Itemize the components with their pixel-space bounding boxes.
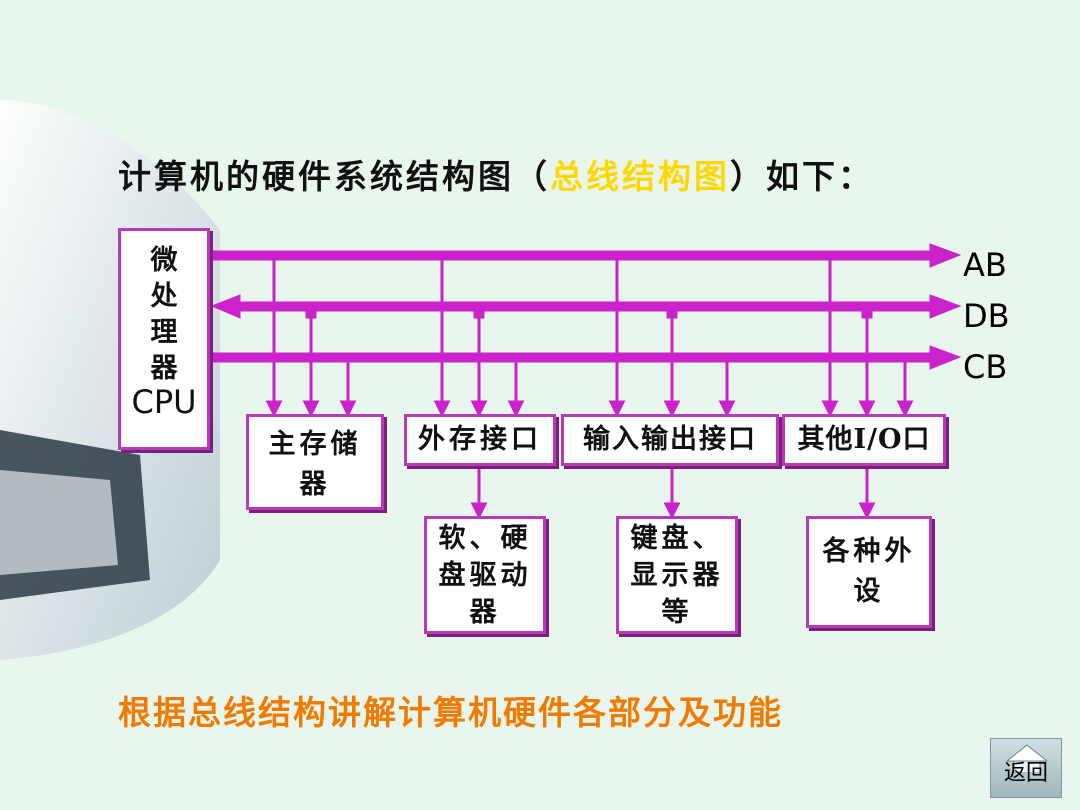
bus-label-db: DB [963,297,1010,335]
bottom-note: 根据总线结构讲解计算机硬件各部分及功能 [118,693,783,732]
bus-label-ab: AB [963,246,1007,284]
page-title: 计算机的硬件系统结构图（总线结构图）如下： [118,157,874,196]
back-button[interactable]: 返回 [990,738,1062,798]
peripherals-box: 各种外设 [806,516,932,628]
other-io-box: 其他I/O口 [782,414,946,466]
address-bus-line [209,250,933,261]
cpu-char-3: 理 [150,317,178,348]
cpu-char-1: 微 [150,245,178,276]
home-icon [1005,744,1049,773]
data-bus-arrowhead-left [210,294,241,319]
data-bus-line [237,301,933,312]
data-bus-arrowhead-right [929,294,962,319]
disk-drives-box: 软、硬盘驱动器 [424,516,546,634]
control-bus-line [209,352,933,363]
title-highlight: 总线结构图 [550,157,730,196]
bus-label-cb: CB [963,348,1008,386]
io-interface-box: 输入输出接口 [561,414,779,466]
ext-storage-interface-box: 外存接口 [404,414,556,466]
main-memory-box: 主存储器 [246,414,384,510]
cpu-box: 微 处 理 器 CPU [118,228,210,450]
back-button-label: 返回 [1003,761,1048,786]
control-bus-arrowhead [929,345,962,370]
keyboard-display-box: 键盘、显示器等 [616,516,738,634]
cpu-label: CPU [131,383,197,421]
cpu-char-4: 器 [150,353,178,384]
cpu-char-2: 处 [150,281,178,312]
address-bus-arrowhead [929,243,962,268]
